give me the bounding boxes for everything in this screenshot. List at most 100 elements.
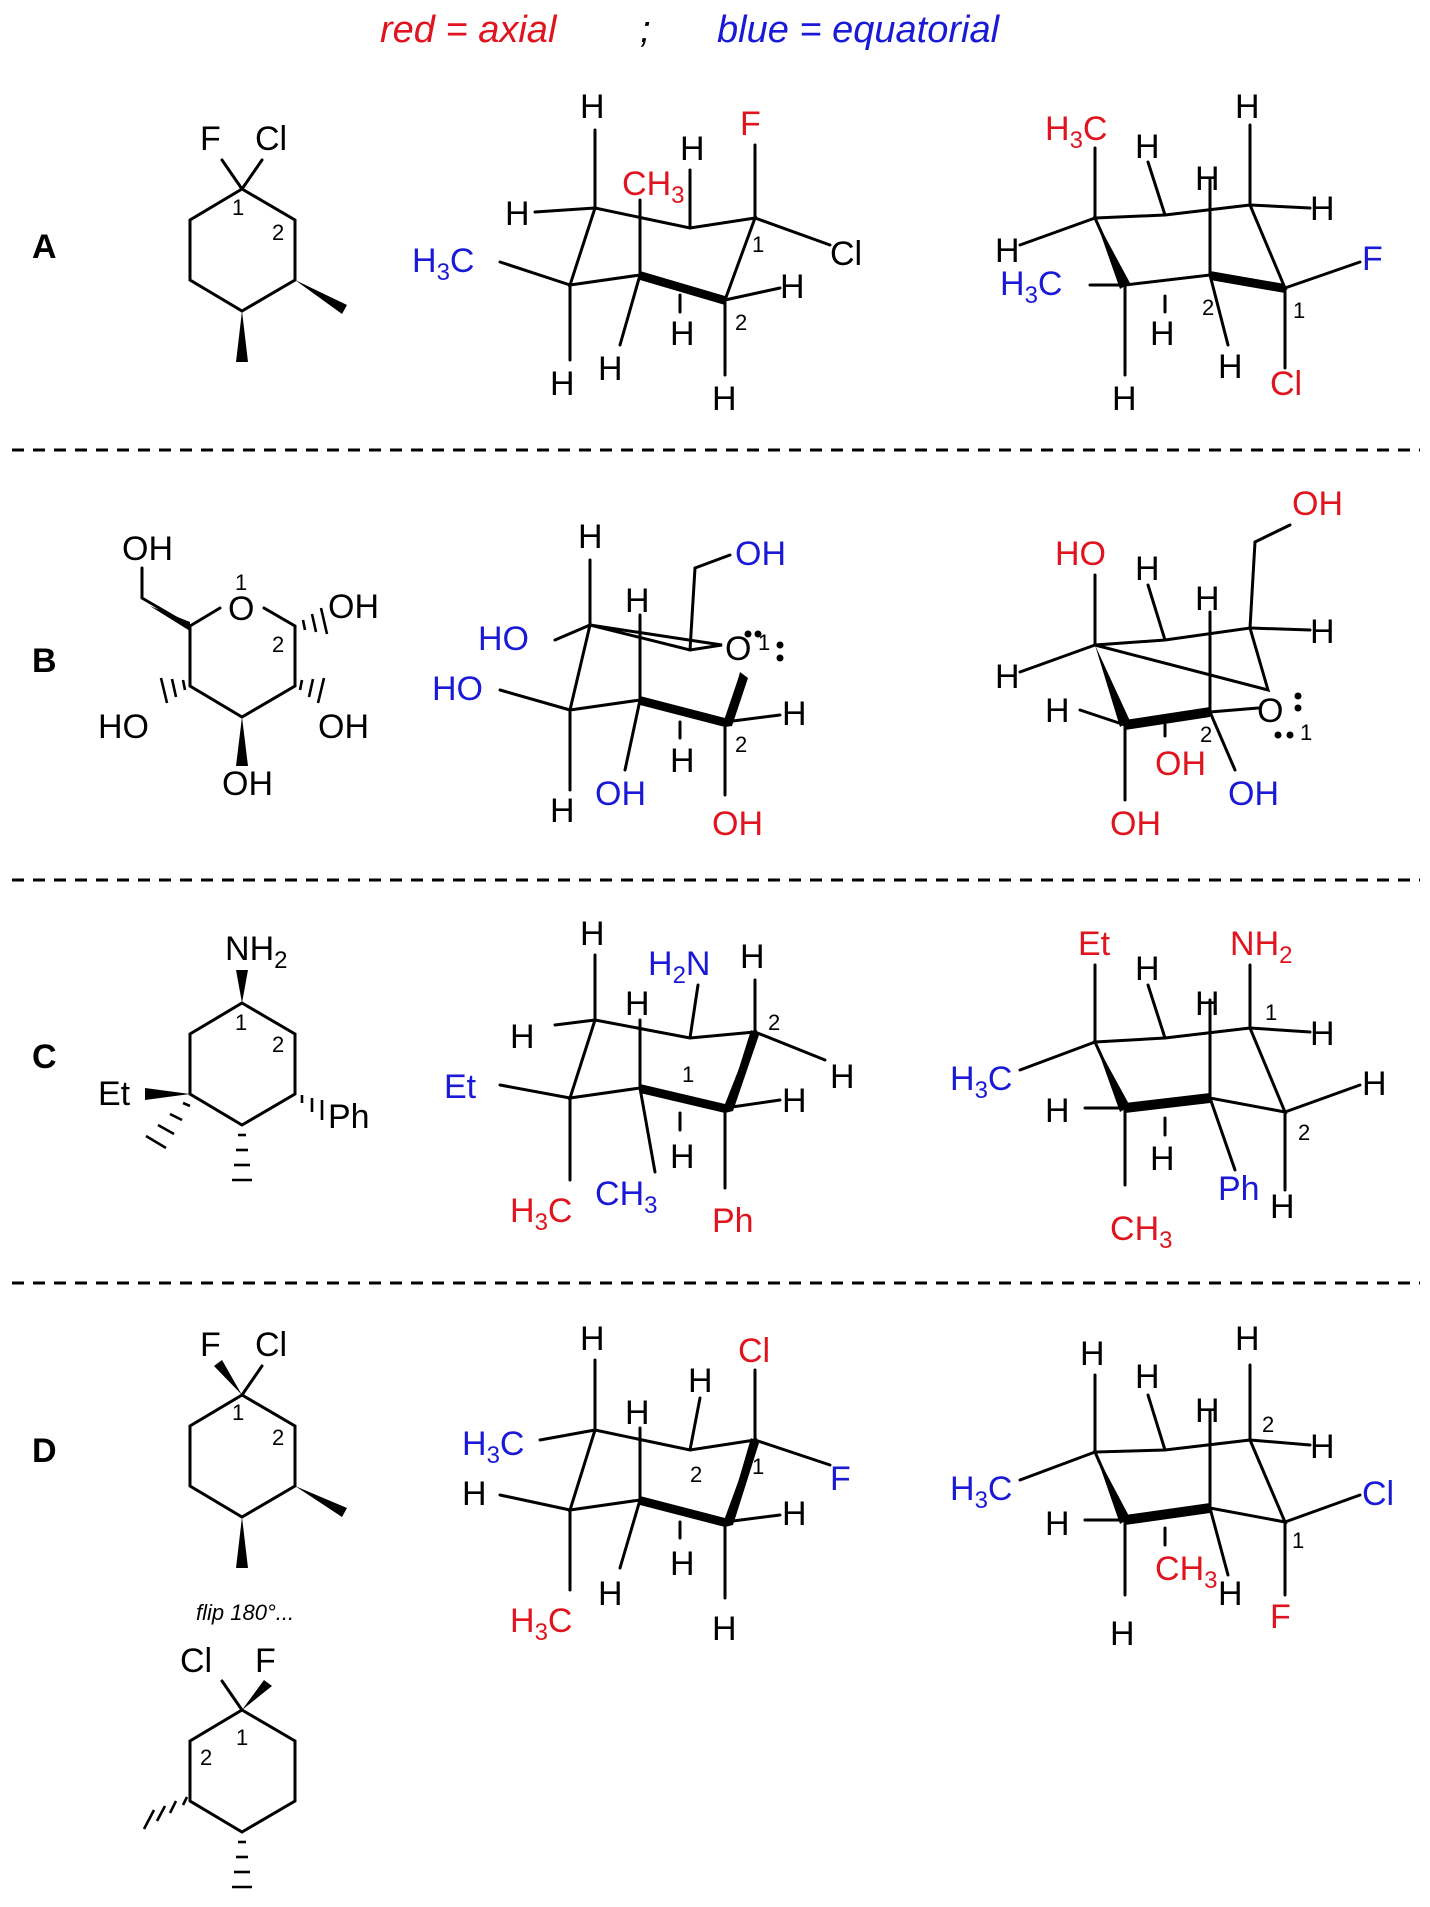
atom-label: F (200, 1326, 221, 1364)
atom-label: OH (1292, 485, 1343, 523)
locant-label: 2 (1200, 722, 1212, 747)
atom-label: H (510, 1018, 535, 1056)
locant-label: 1 (235, 570, 247, 595)
bond (618, 273, 642, 347)
locant-label: 1 (235, 1010, 247, 1035)
atom-label: H (1195, 1392, 1220, 1430)
atom-label: CH3 (595, 1175, 657, 1219)
row-label-D: D (32, 1432, 57, 1470)
atom-label: H (625, 985, 650, 1023)
atom-label: HO (1055, 535, 1106, 573)
bond (618, 1498, 642, 1570)
wedge-bond (1095, 1452, 1130, 1524)
locant-label: 1 (1265, 1000, 1277, 1025)
atom-label: Cl (830, 235, 862, 273)
bond (240, 1364, 264, 1397)
atom-label: O (1257, 692, 1283, 730)
atom-label: H (1310, 190, 1335, 228)
lone-pair-dot (1274, 731, 1282, 739)
atom-label: H3C (462, 1425, 524, 1469)
atom-label: H (1135, 550, 1160, 588)
atom-label: H3C (950, 1060, 1012, 1104)
chair-B2: OH HO H H H H H O 1 2 OH OH OH (995, 485, 1343, 843)
bond (1283, 1083, 1362, 1114)
skeletal-D-flipped: Cl F 1 2 (142, 1642, 297, 1889)
locant-label: 2 (1298, 1120, 1310, 1145)
atom-label: H (740, 938, 765, 976)
atom-label: H (782, 695, 807, 733)
atom-label: OH (1228, 775, 1279, 813)
wedge-bond (640, 696, 725, 727)
wedge-bond (725, 1438, 759, 1527)
atom-label: H (670, 742, 695, 780)
wedge-bond (242, 1680, 272, 1710)
wedge-bond (236, 1517, 248, 1568)
locant-label: 2 (768, 1010, 780, 1035)
bond (753, 1438, 832, 1467)
wedge-bond (214, 1360, 242, 1395)
atom-label: F (1270, 1598, 1291, 1636)
atom-label: H (995, 658, 1020, 696)
locant-label: 2 (272, 1032, 284, 1057)
atom-label: H2N (648, 945, 710, 989)
atom-label: H (1110, 1615, 1135, 1653)
atom-label: Et (98, 1075, 131, 1113)
bond (1208, 1506, 1230, 1577)
wedge-bond (145, 1088, 190, 1100)
atom-label: HO (432, 670, 483, 708)
bond (1018, 1450, 1097, 1482)
atom-label: H (1310, 1015, 1335, 1053)
legend-separator: ; (640, 9, 651, 51)
skeletal-A: F Cl 1 2 (188, 120, 347, 362)
atom-label: H (1195, 985, 1220, 1023)
atom-label: OH (222, 765, 273, 803)
atom-label: H (782, 1495, 807, 1533)
atom-label: H (688, 1362, 713, 1400)
bond (1078, 708, 1127, 727)
atom-label: Ph (328, 1098, 370, 1136)
hash-bond (232, 1840, 252, 1889)
atom-label: H (1310, 613, 1335, 651)
bond (1208, 710, 1237, 772)
bond (1146, 983, 1167, 1040)
bond (1208, 273, 1230, 347)
atom-label: F (1362, 240, 1383, 278)
bond (753, 216, 832, 247)
locant-label: 1 (752, 232, 764, 257)
bond (688, 566, 697, 652)
atom-label: Cl (1362, 1475, 1394, 1513)
atom-label: Ph (712, 1202, 754, 1240)
atom-label: H (1135, 950, 1160, 988)
bond (1248, 1438, 1312, 1447)
locant-label: 2 (200, 1745, 212, 1770)
bond (220, 158, 244, 191)
wedge-bond (725, 672, 748, 727)
locant-label: 1 (1300, 720, 1312, 745)
bond (538, 1428, 597, 1442)
row-label-B: B (32, 642, 57, 680)
atom-label: H (598, 1575, 623, 1613)
atom-label: F (200, 120, 221, 158)
locant-label: 2 (1262, 1412, 1274, 1437)
atom-label: H (1195, 160, 1220, 198)
chair-A2: H3C H H H H H F H3C H H Cl H 1 2 (995, 88, 1383, 418)
atom-label: Cl (738, 1332, 770, 1370)
atom-label: H (1235, 88, 1260, 126)
bond (533, 206, 597, 214)
legend-equatorial: blue = equatorial (717, 9, 1001, 51)
atom-label: HO (478, 620, 529, 658)
hash-bond (298, 677, 326, 704)
atom-label: CH3 (622, 165, 684, 209)
bond (1018, 216, 1097, 247)
atom-label: H3C (510, 1602, 572, 1646)
atom-label: H (1045, 1092, 1070, 1130)
atom-label: H (670, 1138, 695, 1176)
atom-label: H (1195, 580, 1220, 618)
atom-label: H (625, 1394, 650, 1432)
wedge-bond (1125, 1503, 1210, 1525)
chair-A1: H F H CH3 H H3C Cl H H H H H 1 2 (412, 88, 862, 418)
wedge-bond (236, 970, 248, 1003)
flip-note: flip 180°... (196, 1600, 294, 1625)
atom-label: NH2 (1230, 925, 1292, 969)
locant-label: 1 (758, 630, 770, 655)
